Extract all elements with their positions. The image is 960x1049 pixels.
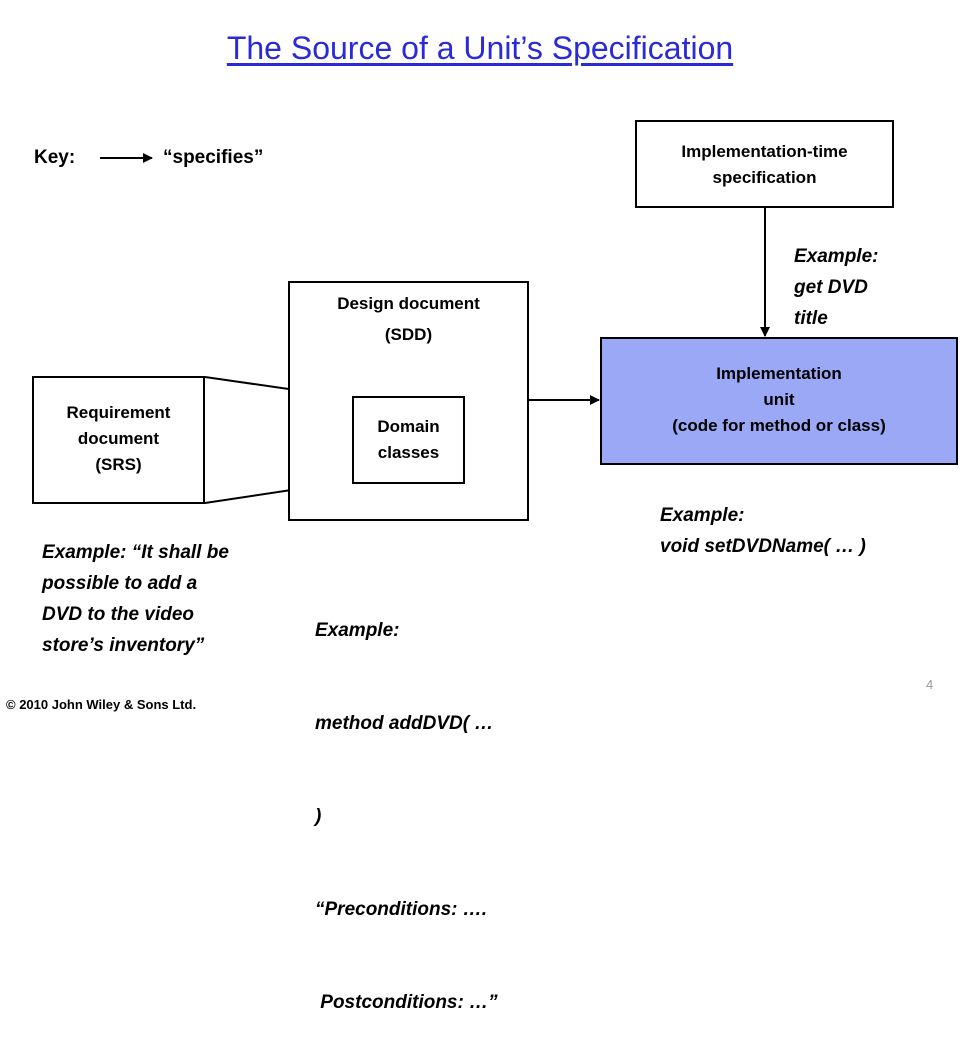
design-document-line-1: Design document xyxy=(337,294,480,313)
example-unit-line-2: void setDVDName( … ) xyxy=(660,536,866,557)
implementation-unit-line-3: (code for method or class) xyxy=(672,416,886,435)
example-design-line-3: ) xyxy=(315,806,322,827)
example-design-line-5: Postconditions: …” xyxy=(315,992,498,1013)
domain-classes-line-1: Domain xyxy=(377,417,440,436)
example-impl-time-line-3: title xyxy=(794,308,828,329)
key-label: Key: xyxy=(34,147,76,168)
implementation-unit-box: Implementation unit (code for method or … xyxy=(600,337,958,465)
example-impl-time: Example: get DVD title xyxy=(794,241,878,334)
example-requirement-line-2: possible to add a xyxy=(42,573,198,594)
requirement-document-box: Requirement document (SRS) xyxy=(32,376,205,504)
example-design-line-1: Example: xyxy=(315,620,400,641)
example-requirement: Example: “It shall be possible to add a … xyxy=(42,537,229,661)
implementation-unit-line-2: unit xyxy=(763,390,795,409)
example-unit: Example: void setDVDName( … ) xyxy=(660,500,866,562)
example-requirement-line-3: DVD to the video xyxy=(42,604,195,625)
implementation-time-spec-box: Implementation-time specification xyxy=(635,120,894,208)
example-design-line-2: method addDVD( … xyxy=(315,713,494,734)
key-meaning: “specifies” xyxy=(163,147,264,168)
implementation-unit-line-1: Implementation xyxy=(716,364,842,383)
copyright: © 2010 John Wiley & Sons Ltd. xyxy=(6,697,197,712)
example-design-line-4: “Preconditions: …. xyxy=(315,899,488,920)
example-impl-time-line-1: Example: xyxy=(794,246,879,267)
slide-title: The Source of a Unit’s Specification xyxy=(226,30,734,66)
implementation-time-spec-line-1: Implementation-time xyxy=(681,142,848,161)
requirement-document-line-3: (SRS) xyxy=(95,455,142,474)
requirement-document-line-2: document xyxy=(77,429,160,448)
example-impl-time-line-2: get DVD xyxy=(794,277,868,298)
design-document-line-2: (SDD) xyxy=(384,325,433,344)
example-unit-line-1: Example: xyxy=(660,505,745,526)
domain-classes-line-2: classes xyxy=(377,443,440,462)
page-number: 4 xyxy=(926,677,934,692)
domain-classes-box: Domain classes xyxy=(352,396,465,484)
example-requirement-line-1: Example: “It shall be xyxy=(42,542,229,563)
example-requirement-line-4: store’s inventory” xyxy=(42,635,205,656)
implementation-time-spec-line-2: specification xyxy=(712,168,817,187)
example-design: Example: method addDVD( … ) “Preconditio… xyxy=(315,553,498,1049)
requirement-document-line-1: Requirement xyxy=(66,403,171,422)
